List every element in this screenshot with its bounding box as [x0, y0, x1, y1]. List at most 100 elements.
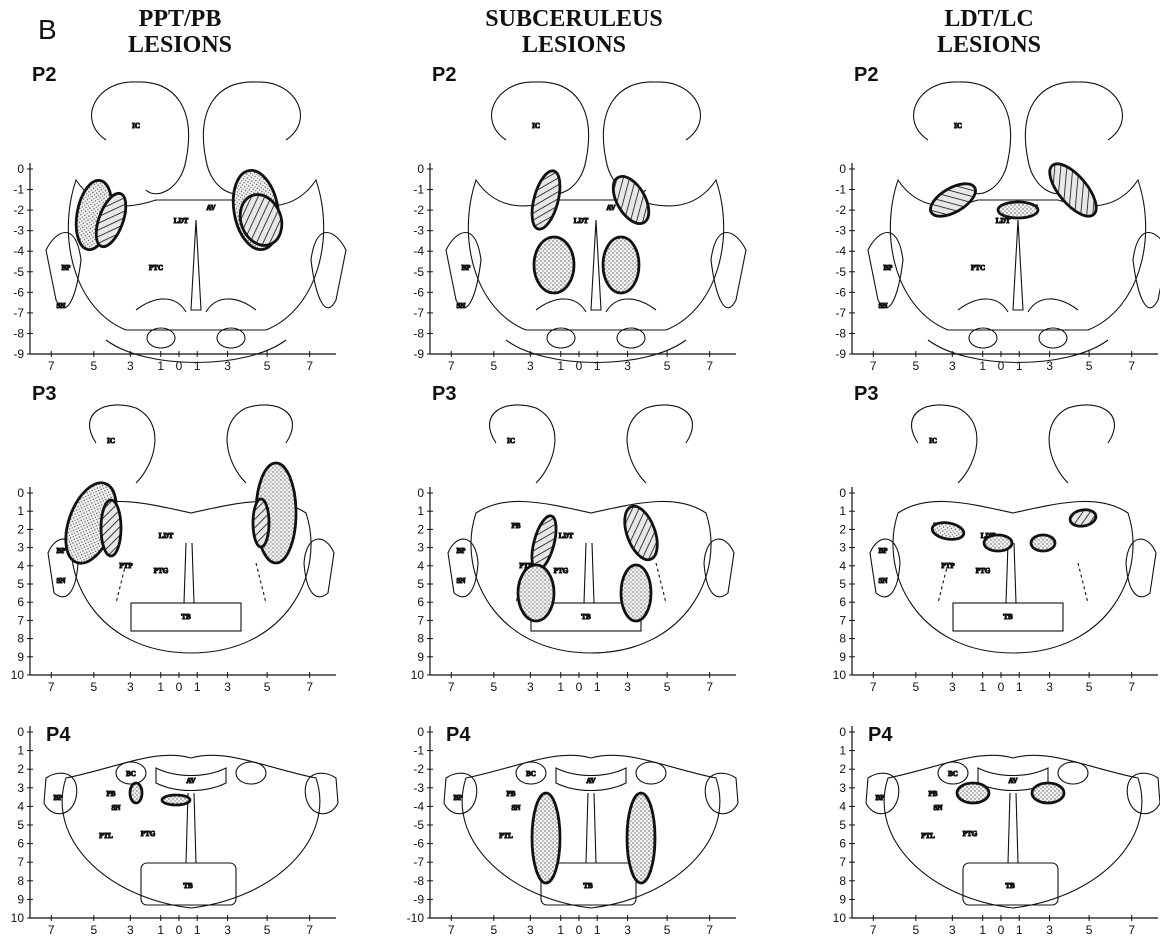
- brainstem-outline: [471, 501, 711, 653]
- x-tick-label: 7: [1128, 680, 1135, 694]
- y-tick-label: 0: [839, 486, 846, 500]
- brain-section-p3: ICLDTBPPTPPTGTBSNPB: [870, 405, 1156, 653]
- section-p3-col3: P3ICLDTBPPTPPTGTBSNPB0123456789107531013…: [822, 383, 1160, 693]
- column-title-line2: LESIONS: [869, 32, 1109, 58]
- label-av: AV: [606, 204, 615, 212]
- label-bp: BP: [462, 264, 472, 272]
- y-tick-label: -5: [835, 265, 846, 279]
- bp-right: [1127, 773, 1160, 814]
- y-tick-label: -6: [13, 285, 24, 299]
- y-tick-label: -3: [13, 224, 24, 238]
- x-tick-label: 5: [90, 359, 97, 373]
- section-p4-col3: P4BCAVPBBPSNPTLPTGTB01234567891075310135…: [822, 718, 1160, 936]
- section-group: BCAVPBBPSNPTLPTGTB: [444, 755, 738, 908]
- x-tick-label: 7: [1128, 923, 1135, 937]
- section-level-label: P3: [432, 383, 456, 406]
- x-tick-label: 5: [912, 359, 919, 373]
- x-tick-label: 5: [90, 923, 97, 937]
- lesion-area: [527, 168, 566, 232]
- y-tick-label: -9: [413, 347, 424, 361]
- x-tick-label: 3: [527, 680, 534, 694]
- x-tick-label: 5: [490, 359, 497, 373]
- y-tick-label: 8: [417, 632, 424, 646]
- label-sn: SN: [457, 577, 466, 585]
- section-level-label: P4: [446, 724, 470, 747]
- midline: [1008, 793, 1018, 863]
- label-tb: TB: [1003, 613, 1013, 621]
- y-tick-label: 0: [17, 162, 24, 176]
- inferior-colliculus-left: [914, 82, 1011, 194]
- x-tick-label: 5: [1086, 359, 1093, 373]
- x-tick-label: 0: [998, 923, 1005, 937]
- x-tick-label: 1: [594, 923, 601, 937]
- section-p3-col2: P3ICLDTBPPTPPTGTBSNPB0123456789107531013…: [400, 383, 738, 693]
- y-tick-label: 8: [17, 874, 24, 888]
- y-tick-label: 4: [839, 559, 846, 573]
- lesion-area: [532, 793, 560, 883]
- x-tick-label: 1: [194, 680, 201, 694]
- label-ic: IC: [132, 122, 140, 130]
- y-tick-label: -9: [835, 347, 846, 361]
- midline: [586, 793, 596, 863]
- y-tick-label: 4: [839, 799, 846, 813]
- y-tick-label: 5: [839, 577, 846, 591]
- y-tick-label: -4: [413, 799, 424, 813]
- y-tick-label: 10: [833, 911, 847, 925]
- brainstem-outline: [893, 501, 1133, 653]
- section-group: ICAVLDTBPPTCSN: [868, 82, 1160, 363]
- label-ic: IC: [532, 122, 540, 130]
- label-ptg: PTG: [976, 567, 991, 575]
- y-tick-label: -8: [13, 326, 24, 340]
- x-tick-label: 5: [664, 680, 671, 694]
- x-tick-label: 7: [306, 923, 313, 937]
- section-level-label: P4: [46, 724, 70, 747]
- y-tick-label: 6: [17, 837, 24, 851]
- label-ptc: PTC: [149, 264, 163, 272]
- column-title-line1: SUBCERULEUS: [454, 6, 694, 32]
- x-tick-label: 7: [706, 359, 713, 373]
- section-level-label: P2: [32, 64, 56, 87]
- y-tick-label: -3: [413, 224, 424, 238]
- y-tick-label: 10: [11, 668, 25, 682]
- y-tick-label: 0: [17, 486, 24, 500]
- y-tick-label: 1: [839, 504, 846, 518]
- y-tick-label: -1: [413, 744, 424, 758]
- label-ldt: LDT: [559, 532, 574, 540]
- lesion-area: [253, 499, 269, 547]
- y-tick-label: 10: [11, 911, 25, 925]
- y-tick-label: 5: [17, 577, 24, 591]
- brain-section-p2: ICAVLDTBPPTCSN: [868, 82, 1160, 363]
- y-tick-label: 0: [417, 486, 424, 500]
- label-pb: PB: [512, 522, 521, 530]
- section-group: BCAVPBBPSNPTLPTGTB: [866, 755, 1160, 908]
- section-p3-col1: P3ICLDTBPPTPPTGTBSNPB0123456789107531013…: [0, 383, 338, 693]
- x-tick-label: 3: [527, 923, 534, 937]
- section-p4-col2: P4BCAVPBBPSNPTLPTGTB0-1-2-3-4-5-6-7-8-9-…: [400, 718, 738, 936]
- x-tick-label: 3: [1046, 359, 1053, 373]
- x-tick-label: 3: [224, 680, 231, 694]
- y-tick-label: -5: [13, 265, 24, 279]
- label-tb: TB: [583, 882, 593, 890]
- bp-right: [1133, 233, 1160, 308]
- label-ptp: PTP: [941, 562, 955, 570]
- label-bp: BP: [57, 547, 67, 555]
- y-tick-label: -8: [413, 874, 424, 888]
- y-tick-label: -5: [413, 818, 424, 832]
- x-tick-label: 3: [1046, 923, 1053, 937]
- label-av: AV: [1008, 777, 1017, 785]
- section-p2-col3: P2ICAVLDTBPPTCSN0-1-2-3-4-5-6-7-8-975310…: [822, 64, 1160, 372]
- inferior-colliculus-right: [627, 405, 692, 483]
- brain-section-p4: BCAVPBBPSNPTLPTGTB: [44, 755, 338, 908]
- x-tick-label: 1: [594, 359, 601, 373]
- bp-right: [305, 773, 338, 814]
- y-tick-label: -10: [407, 911, 425, 925]
- lesion-area: [1032, 783, 1064, 803]
- y-tick-label: 10: [411, 668, 425, 682]
- lesion-area: [984, 535, 1012, 551]
- section-level-label: P4: [868, 724, 892, 747]
- y-tick-label: -1: [13, 183, 24, 197]
